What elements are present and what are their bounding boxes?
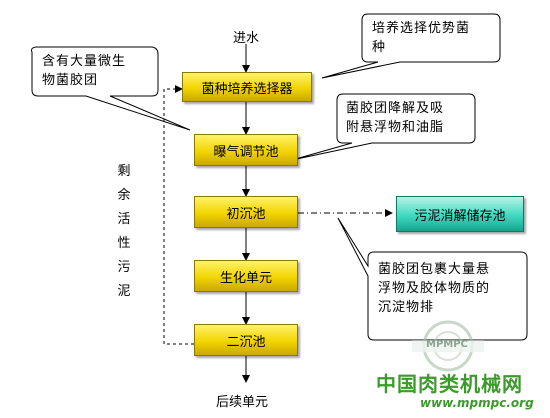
watermark-title: 中国肉类机械网: [376, 372, 523, 396]
callout-bottom-right-line-3: 沉淀物排: [378, 300, 435, 315]
callout-top-left-line-2: 物菌胶团: [42, 73, 99, 88]
box-culture-selector: 菌种培养选择器: [182, 72, 312, 102]
inlet-label: 进水: [233, 31, 260, 46]
watermark-logo-icon: [412, 320, 484, 372]
callout-top-right-line-1: 培养选择优势菌: [372, 21, 471, 36]
callout-mid-right-line-1: 菌胶团降解及吸: [346, 101, 445, 116]
callout-bubble-mid-right: [291, 93, 476, 161]
callout-bottom-right-text: 菌胶团包裹大量悬 浮物及胶体物质的 沉淀物排: [378, 260, 524, 317]
return-sludge-char-6: 泥: [117, 284, 131, 299]
sludge-return-line: [163, 85, 194, 345]
callout-bubble-bottom-right: [337, 217, 528, 341]
return-sludge-char-3: 活: [117, 212, 131, 227]
watermark-url: www.mpmpc.org: [420, 396, 534, 410]
box-bio-unit: 生化单元: [194, 260, 298, 292]
outlet-label: 后续单元: [216, 395, 269, 410]
watermark-logo-text: MPMPC: [426, 339, 468, 350]
callout-top-right-text: 培养选择优势菌 种: [372, 19, 496, 57]
return-sludge-char-5: 污: [117, 260, 131, 275]
callout-top-right-line-2: 种: [372, 40, 387, 55]
box-aeration-tank: 曝气调节池: [194, 134, 298, 166]
callout-top-left-text: 含有大量微生 物菌胶团: [42, 52, 156, 90]
callout-mid-right-line-2: 附悬浮物和油脂: [346, 120, 445, 135]
return-sludge-char-4: 性: [117, 236, 131, 251]
callout-mid-right-text: 菌胶团降解及吸 附悬浮物和油脂: [346, 99, 470, 137]
callout-bottom-right-line-1: 菌胶团包裹大量悬: [378, 262, 491, 277]
box-secondary-clarifier: 二沉池: [194, 324, 298, 356]
callout-bottom-right-line-2: 浮物及胶体物质的: [378, 281, 491, 296]
box-sludge-digestion-storage: 污泥消解储存池: [396, 196, 524, 232]
box-primary-clarifier: 初沉池: [194, 196, 298, 228]
return-sludge-char-1: 剩: [117, 164, 131, 179]
callout-top-left-line-1: 含有大量微生: [42, 54, 127, 69]
return-sludge-char-2: 余: [117, 188, 131, 203]
callout-bubble-top-left: [31, 46, 191, 131]
callout-bubble-top-right: [321, 13, 501, 79]
